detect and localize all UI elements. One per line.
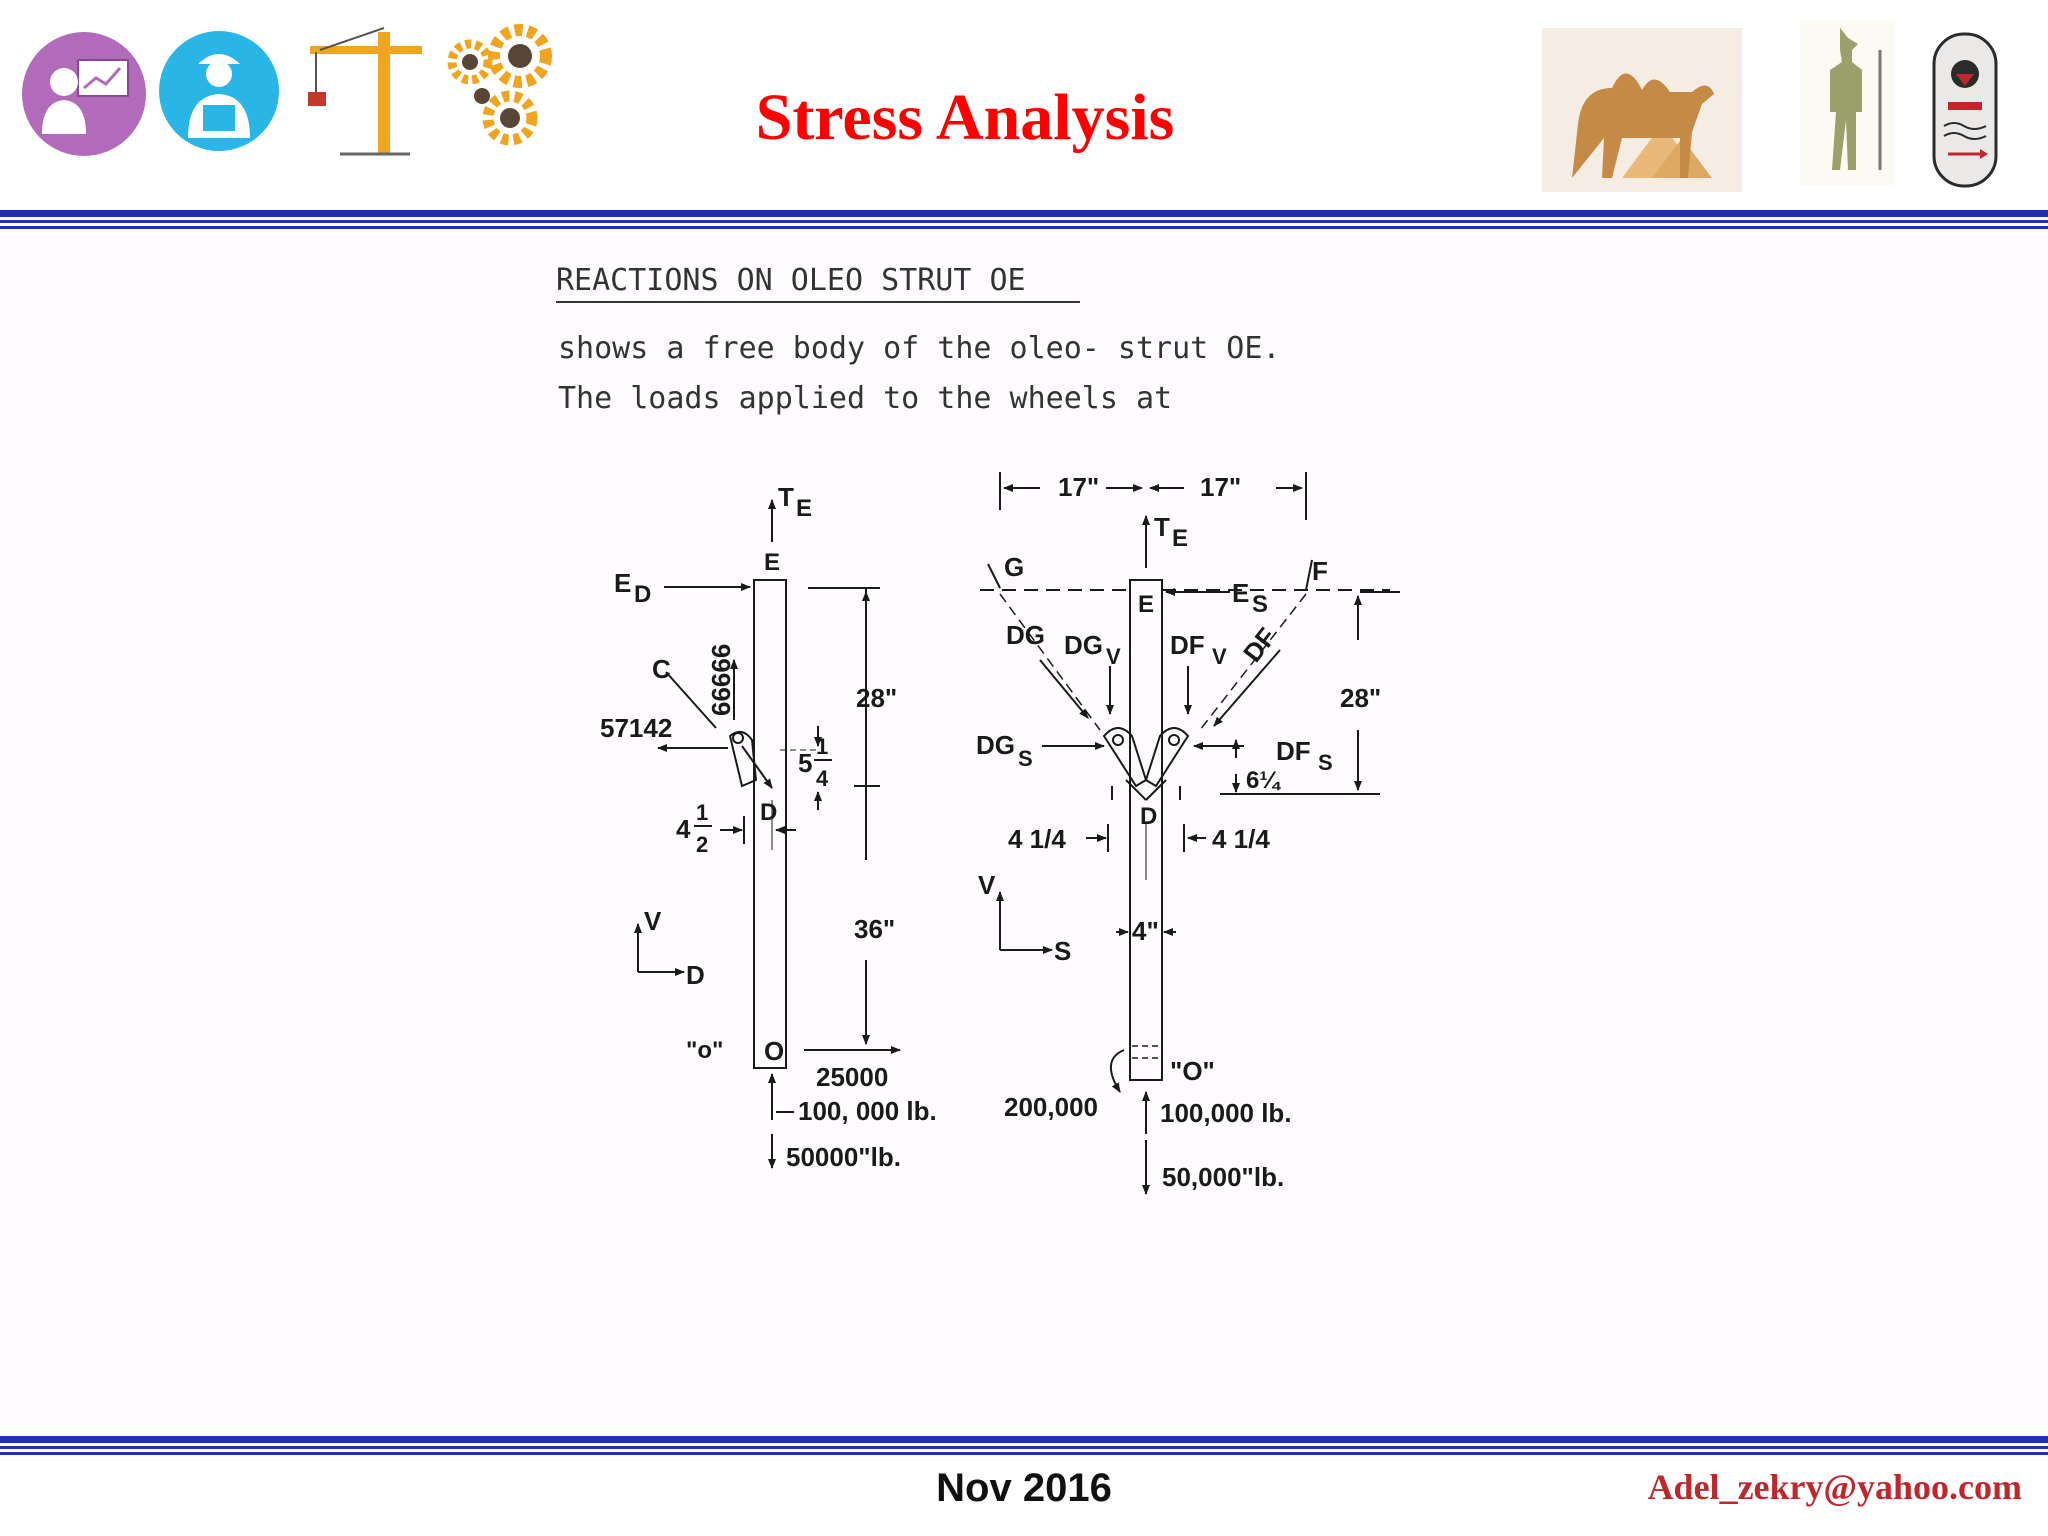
footer-divider: [0, 1436, 2048, 1455]
right-s-axis: S: [1054, 936, 1071, 966]
right-dfs-sub: S: [1318, 750, 1333, 775]
left-o-label: O: [764, 1036, 784, 1066]
left-strut-body: [753, 579, 787, 1069]
left-ed-e: E: [614, 568, 631, 598]
crane-icon: [308, 27, 422, 156]
right-d-label: D: [1140, 803, 1157, 830]
slide-content: [0, 230, 2048, 1430]
left-v-axis: V: [644, 906, 662, 936]
footer-email: Adel_zekry@yahoo.com: [1647, 1467, 2022, 1507]
diagram-heading: REACTIONS ON OLEO STRUT OE: [556, 263, 1026, 298]
left-frac4-den: 2: [696, 832, 708, 857]
right-df: DF: [1237, 622, 1282, 668]
right-dim28: 28": [1340, 683, 1381, 713]
right-dim6: 6¼: [1246, 767, 1281, 794]
right-dim4: 4": [1132, 916, 1159, 946]
right-strut-body: [1129, 579, 1163, 1081]
right-dfv: DF: [1170, 630, 1205, 660]
right-o-label: "O": [1170, 1056, 1215, 1086]
left-c-label: C: [652, 654, 671, 684]
left-25000: 25000: [816, 1062, 888, 1092]
header-divider: [0, 210, 2048, 229]
right-dfs: DF: [1276, 736, 1311, 766]
diagram-line1: shows a free body of the oleo- strut OE.: [558, 331, 1280, 366]
left-frac5-whole: 5: [798, 748, 812, 778]
right-50000: 50,000"lb.: [1162, 1162, 1284, 1192]
right-dim17b: 17": [1200, 472, 1241, 502]
left-te-t: T: [778, 482, 794, 512]
left-strut-view: T E E E D C 66666 57142 D 5 1 4 4 1 2: [600, 482, 937, 1172]
university-crest-logo: [1932, 32, 1998, 188]
engineer-presentation-icon: [22, 32, 146, 156]
right-100000: 100,000 lb.: [1160, 1098, 1292, 1128]
right-te-e: E: [1172, 525, 1188, 552]
right-es-s: S: [1252, 591, 1268, 618]
camel-pyramids-logo: [1542, 28, 1742, 192]
left-d-axis: D: [686, 960, 705, 990]
left-dim28: 28": [856, 683, 897, 713]
right-dim17a: 17": [1058, 472, 1099, 502]
left-dim36: 36": [854, 914, 895, 944]
oleo-strut-diagram: REACTIONS ON OLEO STRUT OE shows a free …: [556, 263, 1400, 1195]
right-dg: DG: [1006, 620, 1045, 650]
anubis-figure-logo: [1800, 20, 1895, 185]
right-g-label: G: [1004, 552, 1024, 582]
left-57142: 57142: [600, 713, 672, 743]
right-dgs-sub: S: [1018, 746, 1033, 771]
right-e-label: E: [1138, 591, 1154, 618]
diagram-line2: The loads applied to the wheels at: [558, 381, 1172, 416]
right-dim4b: 4 1/4: [1212, 824, 1270, 854]
left-e-label: E: [764, 549, 780, 576]
left-o-quote: "o": [686, 1037, 723, 1064]
right-strut-view: 17" 17" T E G F E E S DG DG V DF V DF: [976, 472, 1400, 1195]
left-66666: 66666: [706, 644, 736, 716]
right-dgv: DG: [1064, 630, 1103, 660]
left-te-e: E: [796, 495, 812, 522]
right-v-axis: V: [978, 870, 996, 900]
right-f-label: F: [1312, 556, 1328, 586]
left-frac4-whole: 4: [676, 814, 691, 844]
right-es-e: E: [1232, 578, 1249, 608]
right-dgv-sub: V: [1106, 644, 1121, 669]
slide-header: Stress Analysis: [0, 0, 2048, 210]
left-frac5-den: 4: [816, 766, 829, 791]
left-100000: 100, 000 lb.: [798, 1096, 937, 1126]
slide-title: Stress Analysis: [755, 81, 1175, 154]
right-te-t: T: [1154, 512, 1170, 542]
engineer-blueprint-icon: [159, 31, 279, 151]
left-ed-d: D: [634, 581, 651, 608]
left-d-label: D: [760, 799, 777, 826]
right-dfv-sub: V: [1212, 644, 1227, 669]
right-200000: 200,000: [1004, 1092, 1098, 1122]
right-dim4a: 4 1/4: [1008, 824, 1066, 854]
right-dgs: DG: [976, 730, 1015, 760]
left-50000: 50000"lb.: [786, 1142, 901, 1172]
gears-icon: [447, 24, 552, 146]
footer-date: Nov 2016: [936, 1466, 1112, 1510]
left-frac4-num: 1: [696, 800, 708, 825]
